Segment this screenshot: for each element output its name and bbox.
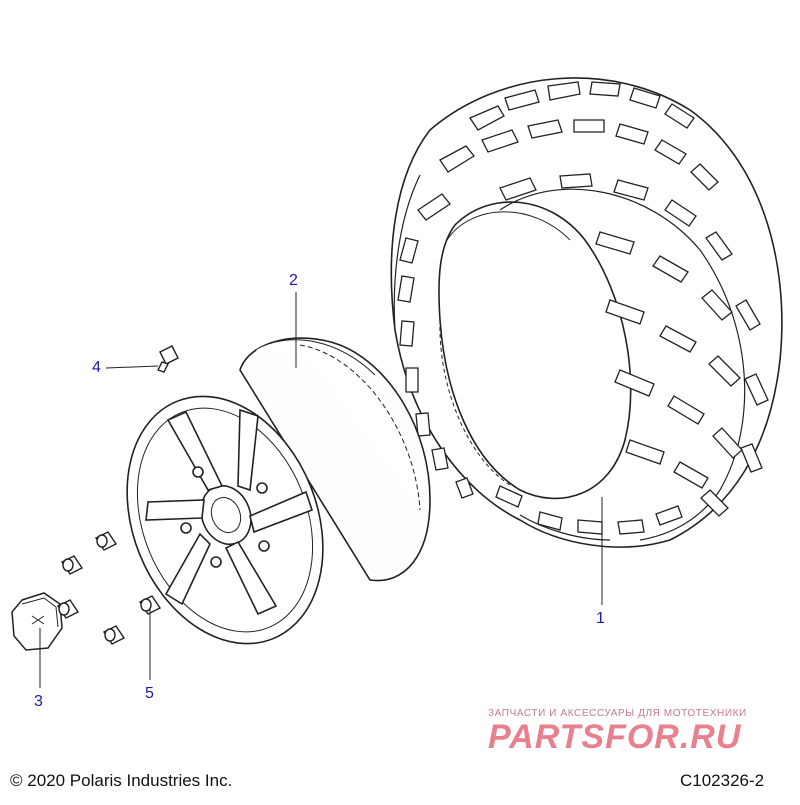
valve-stem — [157, 345, 179, 373]
watermark-brand: PARTSFOR.RU — [488, 718, 742, 756]
leader-lines — [39, 292, 603, 688]
center-cap — [11, 592, 63, 651]
copyright-text: © 2020 Polaris Industries Inc. — [10, 771, 233, 790]
leader-line-4 — [105, 365, 159, 369]
lug-nut-a — [94, 531, 118, 551]
callout-5: 5 — [145, 685, 154, 702]
watermark-tagline: ЗАПЧАСТИ И АКСЕССУАРЫ ДЛЯ МОТОТЕХНИКИ — [488, 708, 747, 719]
lug-nut-d — [138, 595, 162, 615]
tire-tread-lugs — [397, 81, 769, 535]
callout-1: 1 — [596, 610, 605, 627]
lug-nut-e — [102, 625, 126, 645]
callout-2: 2 — [289, 272, 298, 289]
diagram-code: C102326-2 — [680, 771, 765, 790]
callout-3: 3 — [34, 693, 43, 710]
lug-nut-c — [56, 599, 80, 619]
callout-4: 4 — [92, 359, 101, 376]
tire — [390, 77, 783, 548]
lug-nut-b — [60, 555, 84, 575]
wheel-rim — [126, 337, 431, 645]
lug-nuts — [56, 531, 162, 645]
